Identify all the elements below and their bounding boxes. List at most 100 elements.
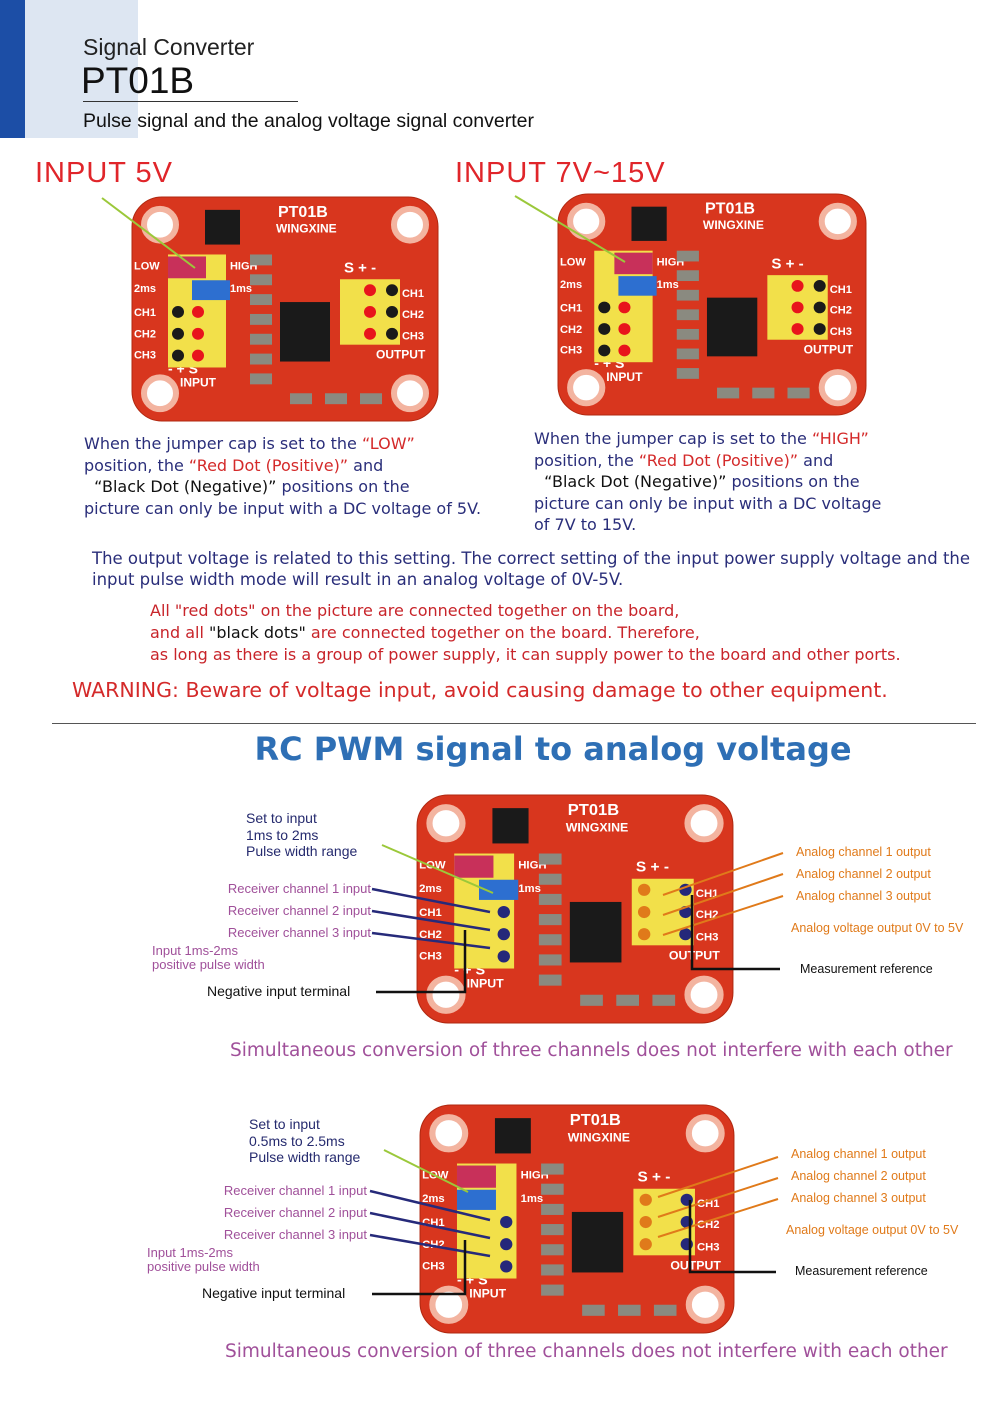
- black-dot: [598, 344, 611, 357]
- signal-pin-dot: [500, 1260, 513, 1273]
- low-jumper-description: When the jumper cap is set to the “LOW” …: [84, 433, 504, 519]
- red-dot: [618, 301, 631, 314]
- text: “HIGH”: [811, 429, 869, 448]
- black-dot: [598, 323, 611, 335]
- red-dot: [364, 306, 376, 318]
- board-photo-5v: PT01B WINGXINE LOW HIGH 2ms 1ms CH1 CH2 …: [130, 195, 440, 423]
- product-subtitle: Pulse signal and the analog voltage sign…: [83, 110, 534, 132]
- text: and all: [150, 623, 209, 642]
- board-silkscreen-label: 2ms: [419, 883, 442, 895]
- text: and: [798, 450, 834, 470]
- text: When the jumper cap is set to the: [84, 434, 362, 453]
- board-silkscreen-label: CH1: [422, 1217, 445, 1229]
- board-silkscreen-label: INPUT: [606, 370, 643, 384]
- output-pin-dot: [639, 1238, 652, 1251]
- board-silkscreen-label: CH1: [697, 1198, 720, 1210]
- text: "red dots": [174, 601, 256, 620]
- board-silkscreen-label: 2ms: [422, 1193, 445, 1205]
- text: Input 1ms-2ms: [147, 1245, 233, 1260]
- text: as long as there is a group of power sup…: [150, 645, 901, 664]
- input-5v-heading: INPUT 5V: [35, 157, 174, 189]
- board-silkscreen-label: HIGH: [521, 1170, 549, 1182]
- diagram-1-footer: Simultaneous conversion of three channel…: [230, 1040, 953, 1061]
- receiver-ch3-label: Receiver channel 3 input: [227, 925, 371, 940]
- text: of 7V to 15V.: [534, 515, 637, 534]
- text: Pulse width range: [249, 1149, 361, 1165]
- dots-note: All "red dots" on the picture are connec…: [150, 600, 901, 666]
- board-silkscreen-label: PT01B: [278, 204, 328, 221]
- board-silkscreen-label: CH3: [697, 1241, 720, 1253]
- analog-ch2-label: Analog channel 2 output: [796, 867, 931, 881]
- text: 1ms to 2ms: [246, 826, 319, 843]
- receiver-ch1-label: Receiver channel 1 input: [223, 1183, 367, 1198]
- board-silkscreen-label: CH2: [402, 309, 424, 321]
- black-dot: [172, 306, 184, 318]
- board-silkscreen-label: CH3: [419, 951, 442, 963]
- red-dot: [791, 301, 804, 314]
- text: position, the: [534, 450, 639, 470]
- pcb-board: PT01B WINGXINE LOW HIGH 2ms 1ms CH1 CH2 …: [419, 1104, 735, 1334]
- high-jumper-description: When the jumper cap is set to the “HIGH”…: [534, 428, 954, 536]
- receiver-ch1-label: Receiver channel 1 input: [227, 881, 371, 896]
- black-dot: [386, 284, 398, 297]
- section-divider: [52, 723, 976, 724]
- text: All: [150, 601, 175, 620]
- black-dot: [813, 301, 826, 314]
- text: positions on the: [276, 477, 410, 496]
- title-underline: [83, 101, 298, 102]
- board-silkscreen-label: 2ms: [134, 283, 156, 295]
- text: Set to input: [246, 810, 317, 826]
- measurement-reference-label: Measurement reference: [795, 1264, 928, 1278]
- header-blue-bar: [0, 0, 25, 138]
- negative-terminal-label: Negative input terminal: [207, 983, 351, 999]
- text: Set to input: [249, 1116, 320, 1132]
- pcb-board: PT01B WINGXINE LOW HIGH 2ms 1ms CH1 CH2 …: [131, 196, 439, 422]
- pcb-board: PT01B WINGXINE LOW HIGH 2ms 1ms CH1 CH2 …: [416, 794, 734, 1024]
- board-photo-7-15v: PT01B WINGXINE LOW HIGH 2ms 1ms CH1 CH2 …: [556, 192, 868, 417]
- analog-ch1-label: Analog channel 1 output: [791, 1147, 926, 1161]
- red-dot: [618, 323, 631, 335]
- red-dot: [364, 284, 376, 297]
- black-dot: [386, 306, 398, 318]
- board-photo-diagram-2: PT01B WINGXINE LOW HIGH 2ms 1ms CH1 CH2 …: [418, 1103, 736, 1335]
- board-silkscreen-label: CH2: [696, 909, 719, 921]
- text: Pulse width range: [246, 843, 358, 859]
- text: input pulse width mode will result in an…: [92, 570, 624, 589]
- black-dot: [172, 349, 184, 362]
- pcb-board: PT01B WINGXINE LOW HIGH 2ms 1ms CH1 CH2 …: [557, 193, 867, 416]
- board-silkscreen-label: CH3: [422, 1261, 445, 1273]
- black-dot: [813, 280, 826, 292]
- product-model: PT01B: [81, 60, 195, 101]
- board-silkscreen-label: CH1: [696, 888, 719, 900]
- text: “Red Dot (Positive)”: [638, 450, 799, 470]
- receiver-ch3-label: Receiver channel 3 input: [223, 1227, 367, 1242]
- text: on the picture are connected together on…: [255, 601, 680, 620]
- text: “Black Dot (Negative)”: [544, 472, 727, 491]
- analog-voltage-label: Analog voltage output 0V to 5V: [786, 1223, 959, 1237]
- diagram-2-footer: Simultaneous conversion of three channel…: [225, 1341, 948, 1362]
- board-silkscreen-label: PT01B: [568, 801, 620, 819]
- board-silkscreen-label: CH2: [419, 929, 442, 941]
- measurement-reference-label: Measurement reference: [800, 962, 933, 976]
- negative-terminal-label: Negative input terminal: [202, 1285, 346, 1301]
- board-silkscreen-label: CH1: [134, 307, 156, 319]
- board-silkscreen-label: 1ms: [657, 279, 679, 291]
- text: picture can only be input with a DC volt…: [534, 493, 882, 513]
- text: positive pulse width: [152, 957, 265, 972]
- analog-ch1-label: Analog channel 1 output: [796, 845, 931, 859]
- board-silkscreen-label: CH1: [560, 302, 582, 314]
- text: positions on the: [726, 472, 860, 491]
- output-pin-dot: [637, 905, 651, 919]
- red-dot: [618, 344, 631, 357]
- board-silkscreen-label: CH2: [560, 324, 582, 336]
- text: When the jumper cap is set to the: [534, 429, 812, 448]
- section-title: RC PWM signal to analog voltage: [254, 730, 852, 768]
- pointer-line: [101, 197, 196, 269]
- board-silkscreen-label: WINGXINE: [276, 222, 337, 236]
- board-silkscreen-label: CH1: [402, 288, 424, 300]
- red-dot: [192, 327, 204, 340]
- board-silkscreen-label: S + -: [344, 259, 376, 276]
